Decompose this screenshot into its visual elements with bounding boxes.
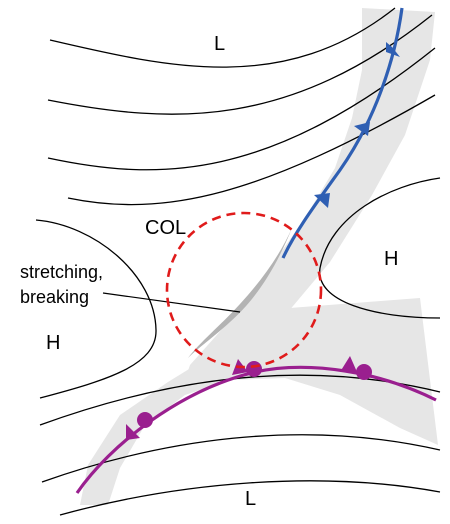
label-col: COL	[145, 217, 186, 239]
isobar	[47, 14, 433, 115]
shaded-band-lower	[80, 298, 438, 505]
isobar	[67, 94, 436, 206]
annotation-leader-line	[102, 292, 241, 313]
label-high-left: H	[46, 332, 60, 354]
isobars	[35, 7, 441, 516]
isobar	[47, 47, 436, 171]
cold-front-triangle	[314, 193, 330, 208]
annotation-line-2: breaking	[20, 287, 89, 307]
label-high-right: H	[384, 248, 398, 270]
annotation-line-1: stretching,	[20, 262, 103, 282]
warm-front-triangle	[340, 356, 357, 372]
isobar	[59, 480, 441, 516]
cold-front-triangle	[386, 42, 400, 57]
warm-front-semicircle	[246, 361, 262, 377]
label-low-bottom: L	[245, 488, 256, 510]
label-low-top: L	[214, 33, 225, 55]
isobar	[41, 434, 441, 483]
isobar	[49, 7, 396, 68]
isobar	[35, 219, 157, 399]
isobar	[319, 177, 441, 319]
warm-front-semicircle	[356, 364, 372, 380]
col-circle	[165, 211, 323, 369]
warm-front-triangle	[126, 424, 140, 440]
warm-front-semicircle	[137, 412, 153, 428]
shaded-band-upper	[182, 8, 435, 388]
cold-front-triangle	[354, 122, 370, 136]
